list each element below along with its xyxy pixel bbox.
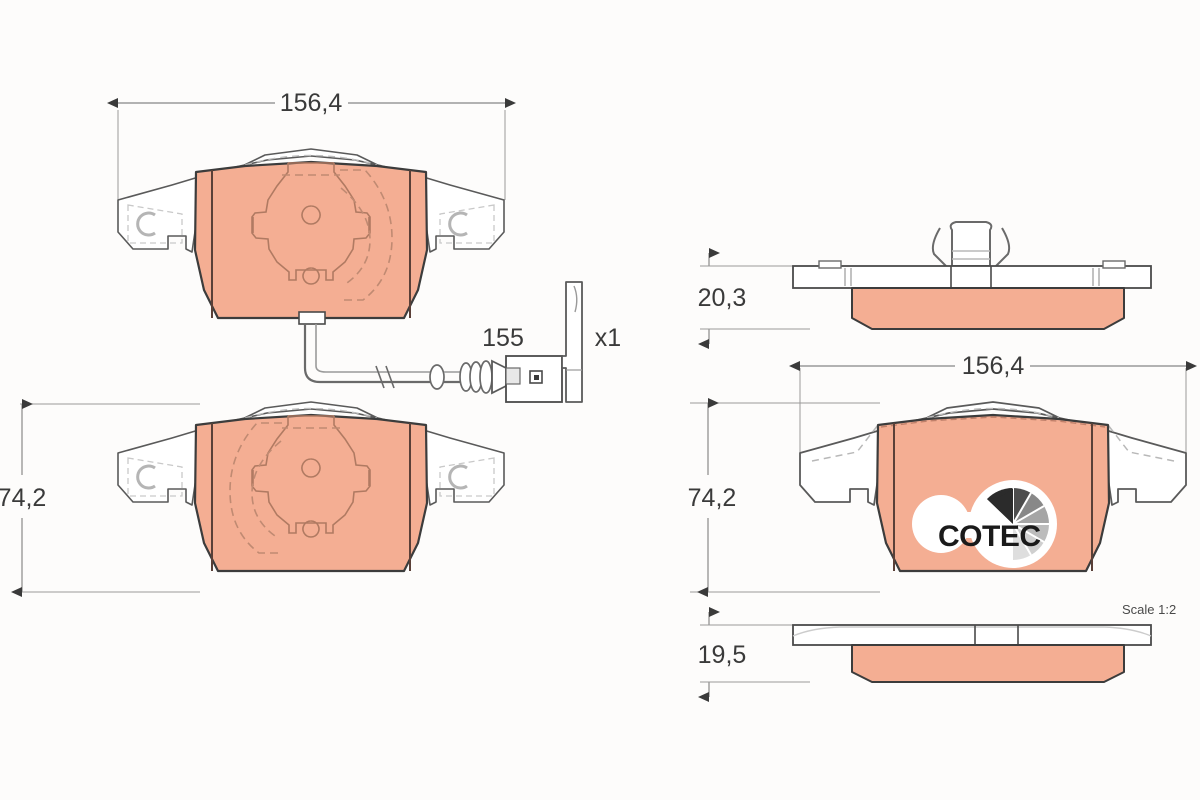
sensor-wire-outer	[303, 324, 370, 384]
friction-top-dashed	[880, 416, 1106, 428]
view-bottom-right-profile: 19,5 Scale 1:2	[698, 602, 1176, 702]
scale-note: Scale 1:2	[1122, 602, 1176, 617]
cotec-logo-text: COTEC	[938, 520, 1041, 553]
sensor-mount-bracket	[561, 281, 583, 403]
rotor-ghost-arc-bottom	[229, 422, 282, 554]
sensor-grommet	[429, 364, 445, 390]
backing-plate-bar-bottom	[792, 624, 1152, 646]
dimension-label-top-width: 156,4	[280, 89, 343, 117]
dimension-right-height: 74,2	[688, 398, 880, 597]
wire-break-mark-1	[375, 365, 385, 389]
cotec-gauge-segments	[987, 487, 1049, 560]
ear-detail-right	[439, 204, 495, 244]
bar-inner-curve	[792, 626, 1152, 637]
view-right-pad-cotec: 156,4 74,2	[688, 352, 1197, 597]
wire-break-mark-2	[385, 365, 395, 389]
dimension-thickness-bottom: 19,5	[698, 607, 810, 702]
dimension-label-left-height: 74,2	[0, 484, 46, 512]
retaining-clip	[931, 221, 1011, 267]
dimension-label-sensor-length: 155	[482, 324, 524, 352]
sensor-connector	[505, 355, 563, 403]
dimension-top-width: 156,4	[107, 89, 516, 200]
caliper-ghost-outline-bottom	[251, 415, 371, 538]
crown-dashed-arc-bottom	[244, 407, 378, 419]
friction-material-bottom-left	[193, 413, 429, 573]
ear-hole-left-bottom-icon	[136, 464, 156, 490]
friction-profile-top	[851, 287, 1125, 330]
ear-detail-left-bottom	[127, 457, 183, 497]
view-bottom-left-pad: 74,2	[0, 399, 505, 597]
rotor-ghost-arc	[340, 169, 393, 301]
caliper-ghost-outline	[251, 162, 371, 285]
view-top-left-pad: 156,4	[107, 89, 516, 320]
ear-hole-right-bottom-icon	[448, 464, 468, 490]
dimension-label-right-width: 156,4	[962, 352, 1025, 380]
friction-material-top-left	[193, 160, 429, 320]
ear-dashed-left-right	[811, 424, 879, 462]
clip-tab-right	[1102, 260, 1126, 269]
friction-profile-bottom	[851, 644, 1125, 683]
ear-detail-right-bottom	[439, 457, 495, 497]
dimension-thickness-top: 20,3	[698, 248, 810, 349]
sensor-boot	[459, 359, 507, 395]
dimension-label-right-height: 74,2	[688, 484, 737, 512]
label-sensor-quantity: x1	[595, 324, 621, 352]
ear-detail-left	[127, 204, 183, 244]
clip-tab-left	[818, 260, 842, 269]
dimension-left-height: 74,2	[0, 399, 200, 597]
ear-hole-left-icon	[136, 211, 156, 237]
dimension-right-width: 156,4	[789, 352, 1197, 455]
dimension-label-thickness-bottom: 19,5	[698, 641, 747, 669]
cotec-logo: COTEC	[912, 480, 1057, 568]
view-top-right-profile: 20,3	[698, 221, 1152, 349]
ear-hole-right-icon	[448, 211, 468, 237]
crown-dashed-arc	[244, 154, 378, 166]
dimension-label-thickness-top: 20,3	[698, 284, 747, 312]
sensor-clip-block	[298, 311, 326, 325]
ear-dashed-right-right	[1107, 424, 1175, 462]
sensor-wire-inner	[315, 324, 370, 373]
backing-plate-bar-top	[792, 265, 1152, 289]
wear-sensor-assembly: 155 x1	[298, 281, 621, 403]
crown-dashed-arc-right	[926, 407, 1060, 419]
